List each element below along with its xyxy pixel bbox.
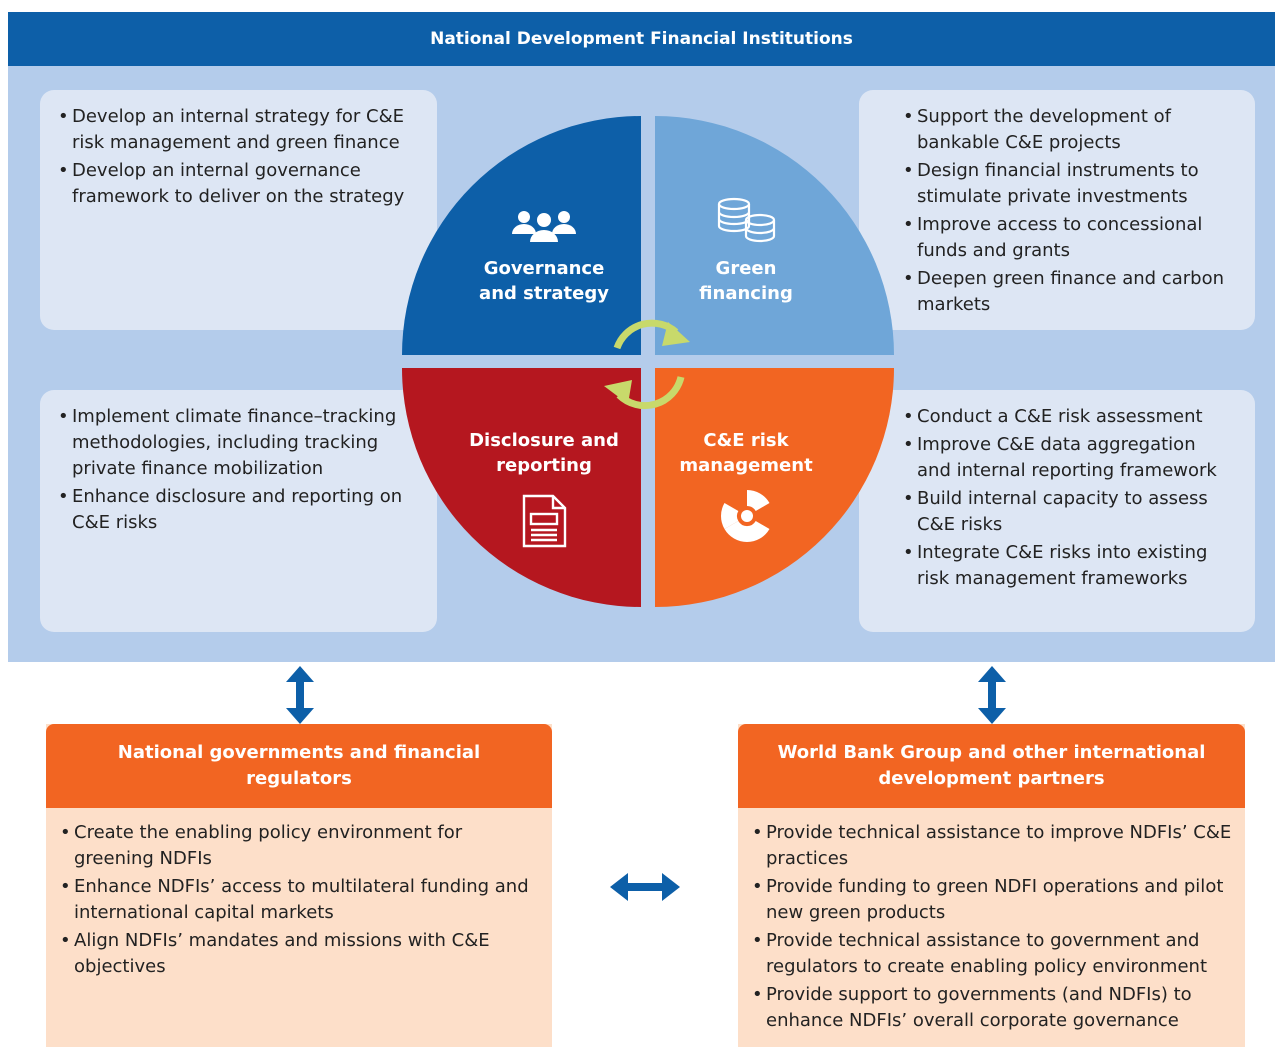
card-risk-management-list: Conduct a C&E risk assessment Improve C&… [903,404,1235,592]
list-item: Implement climate finance–tracking metho… [58,404,417,482]
horizontal-arrow-icon [610,873,680,901]
label-line: management [679,455,813,476]
list-item: Align NDFIs’ mandates and missions with … [60,928,540,980]
quadrant-green-label: Green financing [656,256,836,306]
header-title: National Development Financial Instituti… [430,29,853,49]
label-line: Disclosure and [469,430,619,451]
vertical-arrow-right-icon [978,666,1006,724]
list-item: Provide technical assistance to improve … [752,820,1233,872]
quadrant-risk-label: C&E risk management [656,428,836,478]
card-green-financing: Support the development of bankable C&E … [859,90,1255,330]
list-item: Improve C&E data aggregation and interna… [903,432,1235,484]
list-item: Build internal capacity to assess C&E ri… [903,486,1235,538]
people-icon [512,211,576,242]
label-line: financing [699,283,793,304]
cycle-arrow-head-top [662,322,690,346]
box-governments-body: Create the enabling policy environment f… [46,808,552,1047]
label-line: and strategy [479,283,609,304]
list-item: Enhance NDFIs’ access to multilateral fu… [60,874,540,926]
list-item: Support the development of bankable C&E … [903,104,1235,156]
quadrant-governance-label: Governance and strategy [454,256,634,306]
quadrant-disclosure-label: Disclosure and reporting [454,428,634,478]
box-governments: National governments and financial regul… [46,724,552,1047]
quadrant-governance [402,116,641,355]
document-icon [522,494,567,548]
card-governance: Develop an internal strategy for C&E ris… [40,90,437,330]
box-governments-list: Create the enabling policy environment f… [60,820,540,980]
list-item: Conduct a C&E risk assessment [903,404,1235,430]
label-line: Green [715,258,777,279]
box-partners-title: World Bank Group and other international… [738,724,1245,808]
card-disclosure-list: Implement climate finance–tracking metho… [58,404,417,536]
list-item: Develop an internal strategy for C&E ris… [58,104,417,156]
label-line: reporting [496,455,592,476]
quadrant-risk [655,368,894,607]
box-partners-list: Provide technical assistance to improve … [752,820,1233,1034]
vertical-arrow-left-icon [286,666,314,724]
list-item: Enhance disclosure and reporting on C&E … [58,484,417,536]
box-partners-body: Provide technical assistance to improve … [738,808,1245,1047]
list-item: Deepen green finance and carbon markets [903,266,1235,318]
list-item: Develop an internal governance framework… [58,158,417,210]
box-governments-title: National governments and financial regul… [46,724,552,808]
list-item: Create the enabling policy environment f… [60,820,540,872]
coins-icon [717,197,776,243]
list-item: Provide support to governments (and NDFI… [752,982,1233,1034]
card-risk-management: Conduct a C&E risk assessment Improve C&… [859,390,1255,632]
card-green-financing-list: Support the development of bankable C&E … [903,104,1235,318]
list-item: Integrate C&E risks into existing risk m… [903,540,1235,592]
hazard-icon [721,490,770,542]
cycle-arrow-head-bottom [604,380,632,404]
label-line: C&E risk [703,430,789,451]
list-item: Improve access to concessional funds and… [903,212,1235,264]
quadrant-disclosure [402,368,641,607]
card-governance-list: Develop an internal strategy for C&E ris… [58,104,417,210]
header-banner: National Development Financial Instituti… [8,12,1275,66]
box-partners: World Bank Group and other international… [738,724,1245,1047]
list-item: Provide technical assistance to governme… [752,928,1233,980]
list-item: Design financial instruments to stimulat… [903,158,1235,210]
label-line: Governance [483,258,605,279]
list-item: Provide funding to green NDFI operations… [752,874,1233,926]
card-disclosure: Implement climate finance–tracking metho… [40,390,437,632]
